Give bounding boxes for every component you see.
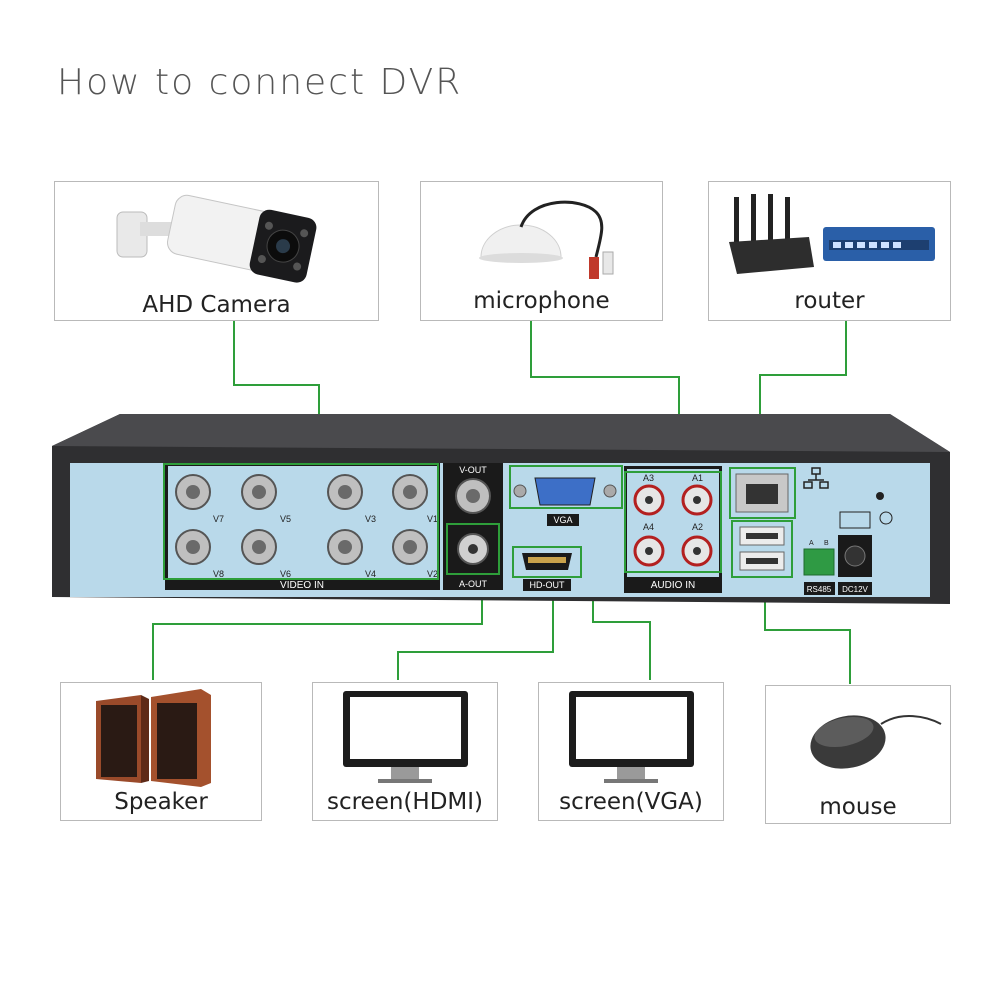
channel-v8: V8 <box>213 569 224 579</box>
speaker-label: Speaker <box>114 789 208 815</box>
router-label: router <box>794 288 865 314</box>
channel-v7: V7 <box>213 514 224 524</box>
usb-highlight <box>731 520 793 578</box>
screw-icon <box>876 492 884 500</box>
dc12v-label: DC12V <box>842 585 868 594</box>
audio-a1: A1 <box>692 473 703 483</box>
hd-out-label: HD-OUT <box>530 580 565 590</box>
mouse-label: mouse <box>819 794 897 820</box>
vga-highlight <box>509 465 623 509</box>
microphone-box: microphone <box>420 181 663 321</box>
speaker-box: Speaker <box>60 682 262 821</box>
rs485-pin-b: B <box>824 540 829 547</box>
mouse-box: mouse <box>765 685 951 824</box>
rs485-label: RS485 <box>807 585 832 594</box>
screen-vga-box: screen(VGA) <box>538 682 724 821</box>
video-in-highlight <box>163 463 439 580</box>
audio-in-label: AUDIO IN <box>651 580 695 591</box>
hdmi-highlight <box>512 546 582 578</box>
v-out-label: V-OUT <box>459 465 487 475</box>
network-icon <box>803 467 829 489</box>
power-polarity-icon <box>839 511 871 529</box>
speaker-wire <box>152 590 483 680</box>
screen-hdmi-box: screen(HDMI) <box>312 682 498 821</box>
page-title: How to connect DVR <box>57 62 463 103</box>
camera-box: AHD Camera <box>54 181 379 321</box>
rca-connectors[interactable] <box>633 484 713 567</box>
lan-highlight <box>729 467 796 519</box>
channel-v6: V6 <box>280 569 291 579</box>
audio-a4: A4 <box>643 522 654 532</box>
channel-v1: V1 <box>427 514 438 524</box>
mouse-icon <box>810 715 942 769</box>
channel-v2: V2 <box>427 569 438 579</box>
camera-icon <box>116 194 317 283</box>
channel-v4: V4 <box>365 569 376 579</box>
monitor-hdmi-icon <box>343 691 468 783</box>
rs485-pin-a: A <box>809 540 814 547</box>
a-out-label: A-OUT <box>459 579 488 589</box>
audio-in-highlight <box>624 471 722 573</box>
camera-label: AHD Camera <box>142 292 291 318</box>
screen-vga-label: screen(VGA) <box>559 789 703 815</box>
channel-v3: V3 <box>365 514 376 524</box>
router-box: router <box>708 181 951 321</box>
microphone-label: microphone <box>473 288 610 314</box>
vga-port[interactable] <box>534 477 596 506</box>
audio-a3: A3 <box>643 473 654 483</box>
a-out-highlight <box>446 523 500 575</box>
bnc-connectors[interactable] <box>175 474 428 565</box>
speaker-icon <box>96 689 211 787</box>
channel-v5: V5 <box>280 514 291 524</box>
microphone-icon <box>479 200 614 279</box>
video-in-label: VIDEO IN <box>280 580 324 591</box>
vga-label: VGA <box>553 515 572 525</box>
audio-a2: A2 <box>692 522 703 532</box>
hdmi-wire <box>397 590 554 680</box>
mouse-wire <box>764 578 851 684</box>
ground-icon <box>879 511 893 525</box>
router-icon <box>729 194 935 274</box>
monitor-vga-icon <box>569 691 694 783</box>
rs485-terminal[interactable] <box>803 548 835 576</box>
screen-hdmi-label: screen(HDMI) <box>326 789 484 815</box>
